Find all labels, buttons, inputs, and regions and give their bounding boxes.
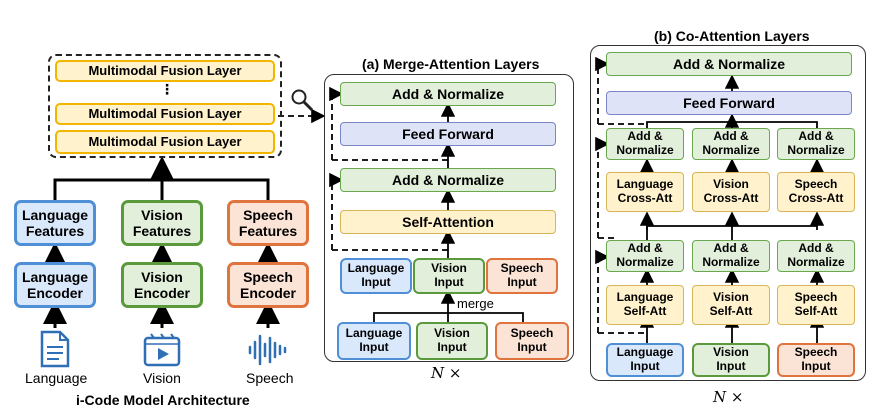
language-features-box: Language Features [14, 200, 96, 246]
merge-merged-language-input: Language Input [340, 258, 412, 294]
fusion-layer-3-label: Multimodal Fusion Layer [88, 133, 242, 149]
co-attention-title: (b) Co-Attention Layers [654, 28, 810, 44]
speech-encoder-box: Speech Encoder [227, 262, 309, 308]
co-attention-panel [590, 45, 866, 381]
vision-features-box: Vision Features [121, 200, 203, 246]
audio-waveform-icon [248, 334, 287, 366]
vision-encoder-box: Vision Encoder [121, 262, 203, 308]
co-add-normalize-upper-language: Add & Normalize [606, 128, 684, 160]
modality-label-vision: Vision [143, 370, 181, 386]
co-add-normalize-lower-vision: Add & Normalize [692, 240, 770, 272]
merge-self-attention: Self-Attention [340, 210, 556, 234]
modality-label-language: Language [25, 370, 88, 386]
merge-attention-title: (a) Merge-Attention Layers [362, 56, 540, 72]
merge-feed-forward: Feed Forward [340, 122, 556, 146]
co-speech-input: Speech Input [777, 343, 855, 377]
co-add-normalize-upper-speech: Add & Normalize [777, 128, 855, 160]
merge-merged-vision-input: Vision Input [413, 258, 485, 294]
co-language-cross-att: Language Cross-Att [606, 172, 684, 212]
merge-vision-input: Vision Input [416, 322, 488, 360]
fusion-layer-2: Multimodal Fusion Layer [55, 103, 275, 125]
modality-label-speech: Speech [246, 370, 294, 386]
merge-repeat-label: N × [431, 364, 462, 382]
co-vision-cross-att: Vision Cross-Att [692, 172, 770, 212]
fusion-stack-container [48, 54, 282, 158]
ellipsis: ⋮ [160, 81, 174, 97]
co-speech-self-att: Speech Self-Att [777, 285, 855, 325]
co-add-normalize-top: Add & Normalize [606, 52, 852, 76]
co-language-self-att: Language Self-Att [606, 285, 684, 325]
left-caption: i-Code Model Architecture [76, 392, 250, 408]
co-add-normalize-lower-speech: Add & Normalize [777, 240, 855, 272]
speech-features-box: Speech Features [227, 200, 309, 246]
merge-label: merge [457, 296, 494, 311]
merge-attention-panel [324, 74, 574, 362]
co-language-input: Language Input [606, 343, 684, 377]
co-repeat-label: N × [713, 388, 744, 406]
document-icon [40, 330, 70, 368]
merge-add-normalize-top: Add & Normalize [340, 82, 556, 106]
co-speech-cross-att: Speech Cross-Att [777, 172, 855, 212]
co-feed-forward: Feed Forward [606, 91, 852, 115]
language-encoder-box: Language Encoder [14, 262, 96, 308]
video-icon [143, 333, 181, 367]
fusion-layer-1: Multimodal Fusion Layer [55, 60, 275, 82]
merge-speech-input: Speech Input [495, 322, 569, 360]
merge-merged-speech-input: Speech Input [486, 258, 558, 294]
co-vision-input: Vision Input [692, 343, 770, 377]
co-add-normalize-lower-language: Add & Normalize [606, 240, 684, 272]
merge-add-normalize-mid: Add & Normalize [340, 168, 556, 192]
fusion-layer-2-label: Multimodal Fusion Layer [88, 105, 242, 121]
co-vision-self-att: Vision Self-Att [692, 285, 770, 325]
fusion-layer-3: Multimodal Fusion Layer [55, 130, 275, 154]
fusion-layer-1-label: Multimodal Fusion Layer [88, 62, 242, 78]
merge-language-input: Language Input [337, 322, 411, 360]
co-add-normalize-upper-vision: Add & Normalize [692, 128, 770, 160]
magnifier-icon [291, 89, 314, 112]
